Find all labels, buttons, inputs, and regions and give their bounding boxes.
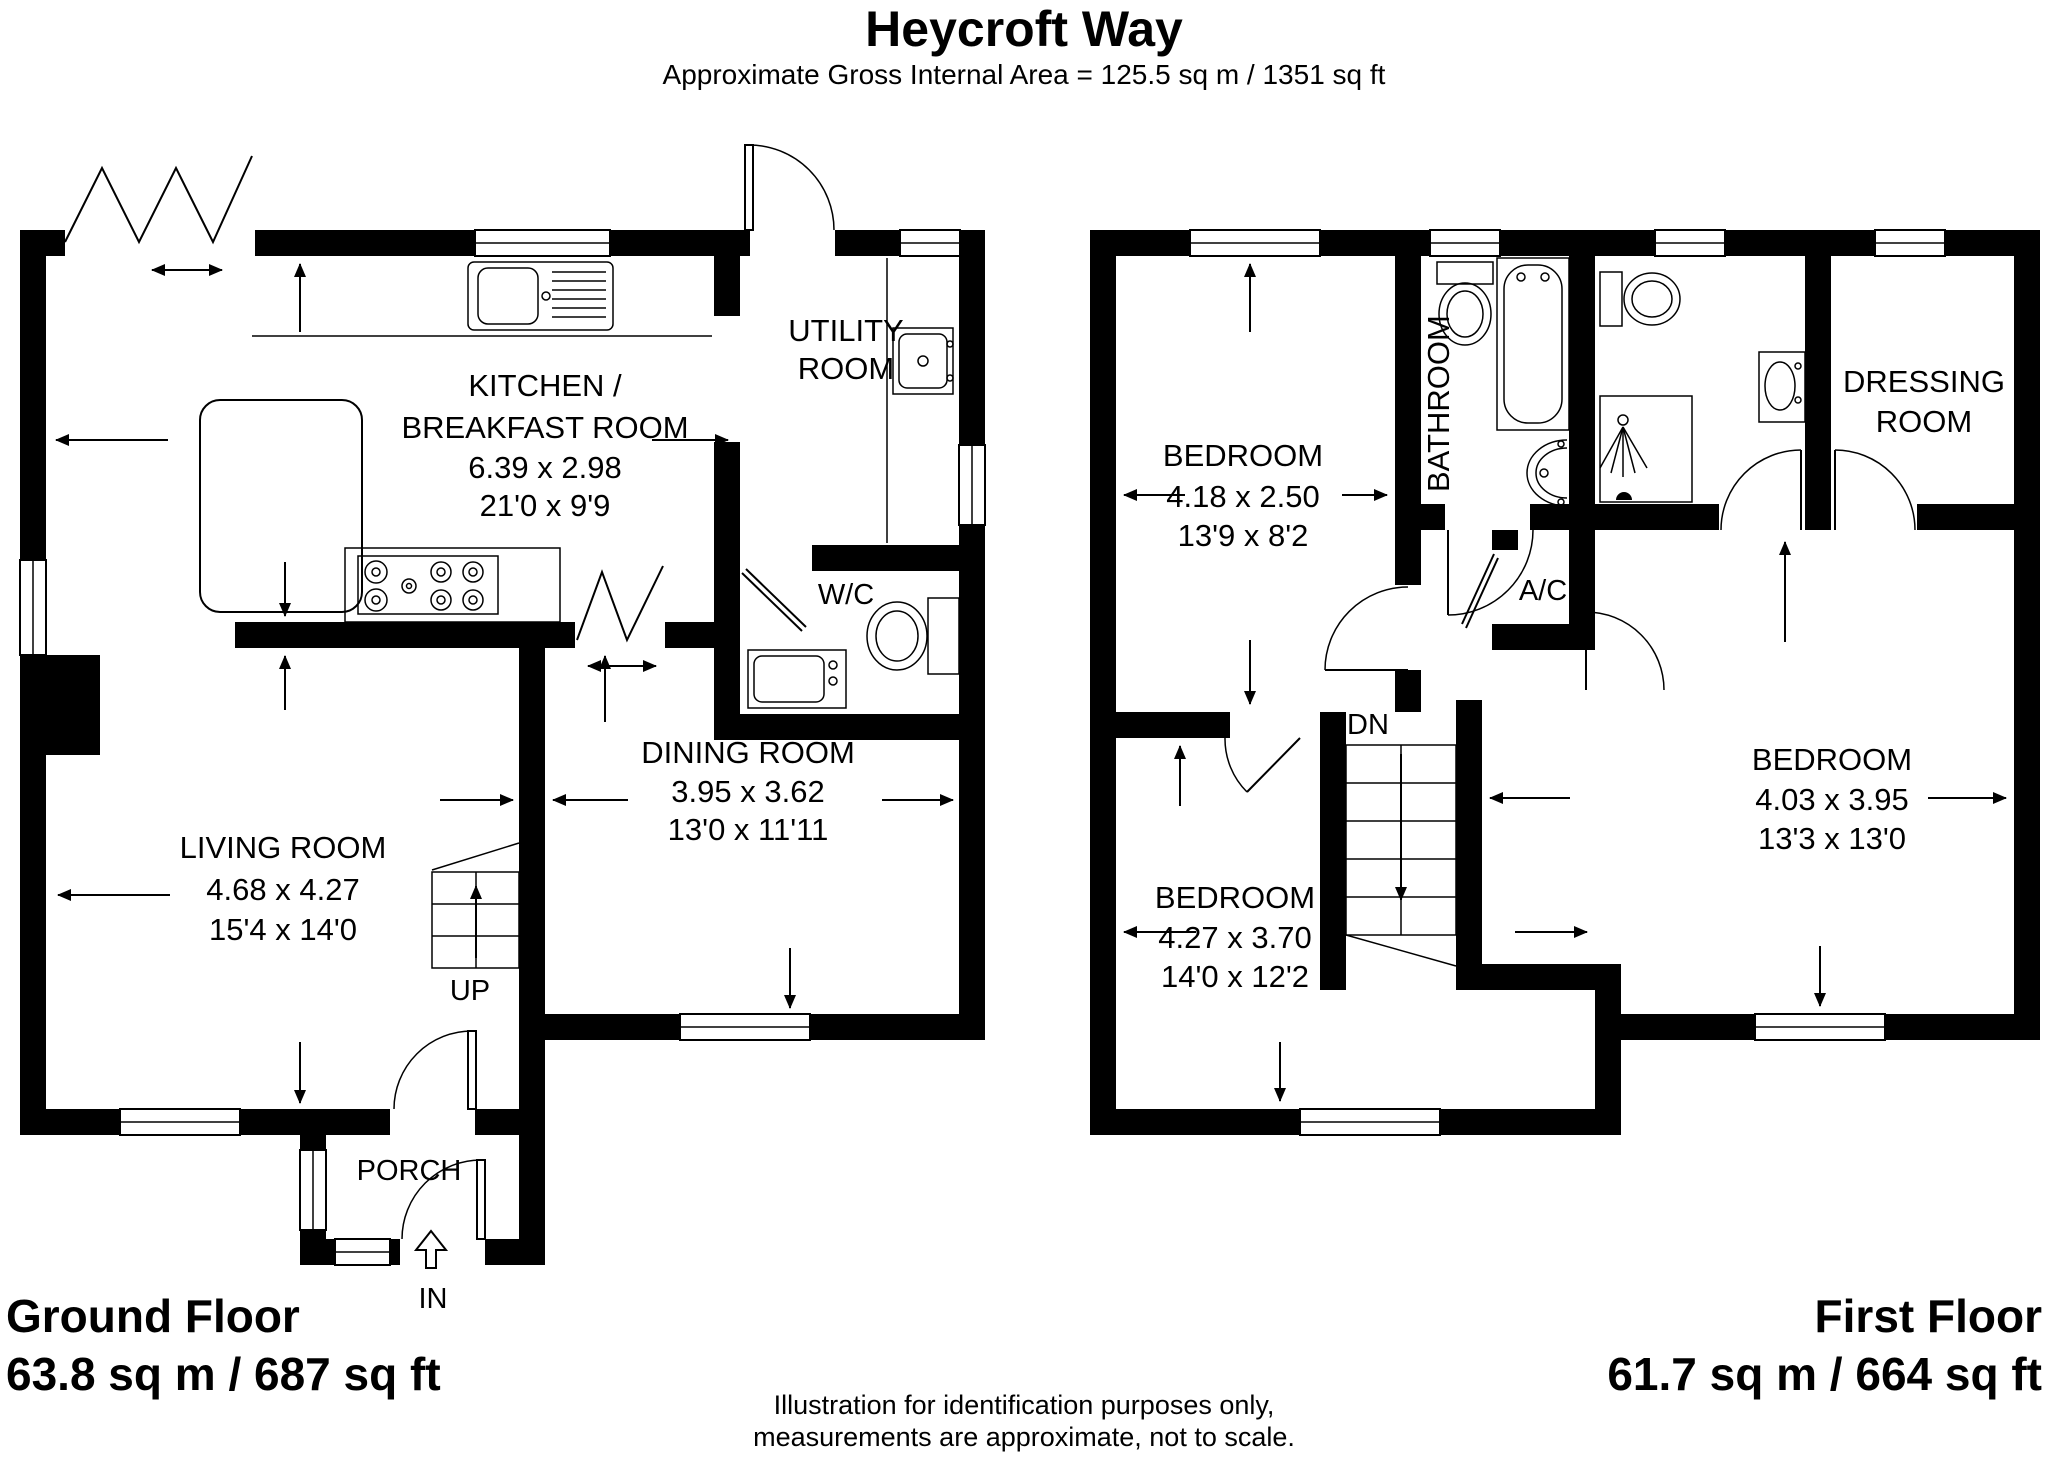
bathroom-window — [1429, 229, 1501, 257]
first-floor-title: First Floor — [1815, 1290, 2043, 1342]
bedroom3-dim-metric: 4.27 x 3.70 — [1158, 920, 1311, 955]
kitchen-label: KITCHEN / — [468, 368, 622, 403]
ground-floor-doors — [64, 144, 835, 1240]
dressing-label: DRESSING — [1843, 364, 2005, 399]
wc-door — [741, 568, 807, 632]
living-front-window — [119, 1108, 241, 1136]
shower — [1599, 395, 1693, 503]
page-subtitle: Approximate Gross Internal Area = 125.5 … — [663, 59, 1386, 90]
bifold-door-garden — [64, 155, 253, 276]
dining-dim-imperial: 13'0 x 11'11 — [668, 812, 829, 847]
ground-floor-walls — [20, 230, 985, 1265]
bedroom3-door — [1224, 737, 1301, 793]
ground-floor-windows — [19, 229, 986, 1266]
front-door-inner — [393, 1030, 477, 1110]
bedroom3-label: BEDROOM — [1155, 880, 1315, 915]
dressing-door — [1834, 449, 1916, 531]
bedroom1-dim-imperial: 13'9 x 8'2 — [1178, 518, 1309, 553]
airing-cupboard-label: A/C — [1519, 575, 1567, 607]
ground-floor-fixtures — [199, 258, 960, 1269]
kitchen-dim-metric: 6.39 x 2.98 — [468, 450, 621, 485]
chimney-breast — [46, 655, 100, 755]
living-side-window — [19, 559, 47, 656]
wc-basin — [747, 649, 847, 709]
bedroom2-dim-imperial: 13'3 x 13'0 — [1758, 821, 1906, 856]
living-label: LIVING ROOM — [180, 830, 387, 865]
ensuite-window — [1654, 229, 1726, 257]
bathroom-label: BATHROOM — [1421, 315, 1456, 492]
first-floor-arrows — [1123, 263, 2007, 1102]
bathroom-toilet — [1436, 261, 1494, 346]
bedroom1-dim-metric: 4.18 x 2.50 — [1166, 479, 1319, 514]
ground-floor-plan: KITCHEN / BREAKFAST ROOM 6.39 x 2.98 21'… — [6, 144, 986, 1400]
ground-floor-arrows — [55, 263, 954, 1104]
bedroom3-window — [1299, 1108, 1441, 1136]
porch-side-window — [299, 1149, 327, 1231]
stairs-down-label: DN — [1347, 709, 1389, 741]
utility-side-window — [958, 444, 986, 526]
first-floor-walls — [1090, 230, 2040, 1135]
bedroom2-door — [1585, 611, 1665, 691]
ensuite-toilet — [1599, 271, 1681, 327]
bifold-door-dining — [576, 565, 664, 672]
first-floor-plan: BEDROOM 4.18 x 2.50 13'9 x 8'2 BATHROOM … — [1090, 229, 2043, 1400]
ensuite-basin — [1758, 351, 1806, 423]
porch-label: PORCH — [357, 1155, 462, 1187]
utility-external-door — [744, 144, 835, 231]
first-floor-area: 61.7 sq m / 664 sq ft — [1607, 1348, 2042, 1400]
footer-disclaimer-line2: measurements are approximate, not to sca… — [753, 1422, 1295, 1452]
bedroom2-window — [1754, 1013, 1886, 1041]
ground-floor-labels: KITCHEN / BREAKFAST ROOM 6.39 x 2.98 21'… — [180, 313, 904, 1315]
wc-toilet — [866, 597, 960, 675]
stairs-up-label: UP — [450, 975, 490, 1007]
living-dim-imperial: 15'4 x 14'0 — [209, 912, 357, 947]
dining-window — [679, 1013, 811, 1041]
kitchen-dim-imperial: 21'0 x 9'9 — [480, 488, 611, 523]
airing-cupboard-door — [1461, 553, 1499, 629]
utility-window — [899, 229, 961, 257]
porch-front-window — [334, 1238, 391, 1266]
ensuite-door — [1720, 449, 1802, 531]
wc-label: W/C — [818, 579, 874, 611]
bathroom-door — [1447, 529, 1534, 616]
bedroom1-door — [1324, 586, 1409, 671]
utility-label-2: ROOM — [798, 351, 894, 386]
kitchen-label-2: BREAKFAST ROOM — [401, 410, 688, 445]
footer-disclaimer-line1: Illustration for identification purposes… — [774, 1390, 1275, 1420]
bedroom2-label: BEDROOM — [1752, 742, 1912, 777]
page-title: Heycroft Way — [865, 1, 1183, 57]
kitchen-island — [199, 399, 363, 613]
utility-sink — [892, 327, 954, 395]
bedroom3-dim-imperial: 14'0 x 12'2 — [1161, 959, 1309, 994]
ground-floor-area: 63.8 sq m / 687 sq ft — [6, 1348, 441, 1400]
stairs-down — [1345, 744, 1457, 967]
bath — [1496, 257, 1570, 431]
ground-floor-title: Ground Floor — [6, 1290, 300, 1342]
bathroom-basin — [1526, 439, 1568, 507]
dressing-window — [1874, 229, 1946, 257]
entrance-in-arrow — [413, 1229, 449, 1269]
first-floor-labels: BEDROOM 4.18 x 2.50 13'9 x 8'2 BATHROOM … — [1155, 315, 2005, 994]
hob — [344, 547, 561, 623]
bedroom1-window — [1189, 229, 1321, 257]
dining-dim-metric: 3.95 x 3.62 — [671, 774, 824, 809]
bedroom2-dim-metric: 4.03 x 3.95 — [1755, 782, 1908, 817]
kitchen-sink — [467, 261, 614, 331]
dressing-label-2: ROOM — [1876, 404, 1972, 439]
first-floor-fixtures — [1345, 257, 1806, 967]
living-dim-metric: 4.68 x 4.27 — [206, 872, 359, 907]
stairs-up — [431, 842, 520, 969]
entrance-in-label: IN — [419, 1283, 448, 1315]
first-floor-doors — [1224, 449, 1916, 793]
utility-label: UTILITY — [788, 313, 903, 348]
bedroom1-label: BEDROOM — [1163, 438, 1323, 473]
front-door-outer — [401, 1159, 486, 1240]
kitchen-window — [474, 229, 611, 257]
first-floor-windows — [1189, 229, 1946, 1136]
dining-label: DINING ROOM — [641, 735, 855, 770]
